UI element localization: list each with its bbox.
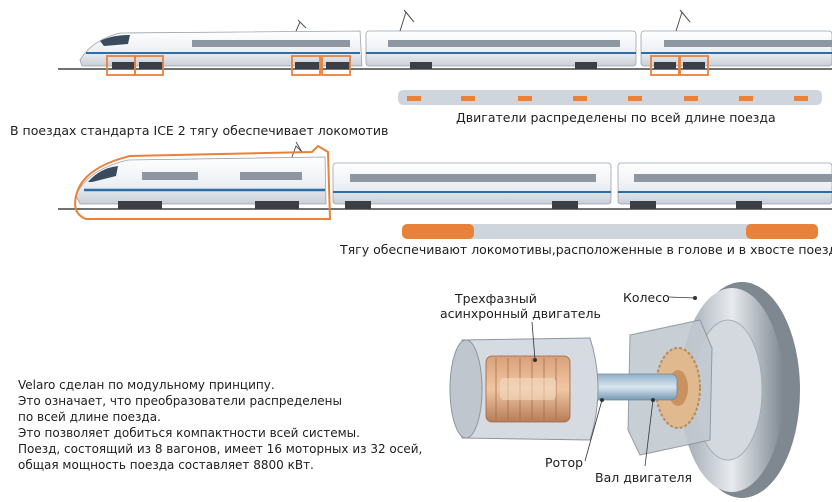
locomotive-window	[142, 172, 198, 180]
top-train	[58, 9, 832, 76]
bogies	[112, 62, 705, 69]
distributed-caption: Двигатели распределены по всей длине пое…	[456, 110, 776, 125]
tail-locomotive-marker	[746, 224, 818, 239]
pointer-dot	[533, 358, 537, 362]
rotor-label: Ротор	[545, 455, 584, 470]
pantograph-icon	[399, 9, 415, 32]
pantograph-icon	[295, 19, 307, 32]
window-band	[350, 174, 596, 182]
head-tail-traction-bar	[402, 224, 818, 239]
description-paragraph: Velaro сделан по модульному принципу. Эт…	[18, 377, 422, 473]
wheel-label: Колесо	[623, 290, 670, 305]
passenger-car	[332, 162, 612, 205]
rotor-core	[500, 378, 556, 400]
rear-car	[640, 30, 832, 67]
motor-label-line1: Трехфазный	[455, 291, 537, 306]
bar-body	[398, 90, 822, 105]
description-line: Это означает, что преобразователи распре…	[18, 394, 342, 408]
bogies	[118, 201, 762, 209]
ice2-train	[58, 141, 832, 220]
window-band	[664, 40, 832, 47]
locomotive-highlight	[74, 144, 332, 220]
pantograph-icon	[291, 141, 303, 158]
motor-markers	[407, 96, 808, 101]
pointer-dot	[600, 398, 604, 402]
cab-window	[100, 35, 130, 46]
drive-assembly	[449, 282, 800, 498]
locomotive	[75, 156, 327, 205]
head-locomotive-marker	[402, 224, 474, 239]
passenger-car	[617, 162, 832, 205]
description-line: Это позволяет добиться компактности всей…	[18, 426, 360, 440]
ice2-caption: В поездах стандарта ICE 2 тягу обеспечив…	[10, 123, 389, 138]
leader-lines	[531, 296, 696, 467]
motor-shaft	[584, 373, 678, 401]
pantograph-icon	[675, 9, 691, 32]
cab-window	[88, 166, 118, 182]
bar-body	[402, 224, 818, 239]
pointer-dot	[693, 296, 697, 300]
motor-label-line2: асинхронный двигатель	[440, 306, 601, 321]
description-line: Поезд, состоящий из 8 вагонов, имеет 16 …	[18, 442, 423, 456]
head-tail-caption: Тягу обеспечивают локомотивы,расположенн…	[340, 242, 832, 257]
window-band	[192, 40, 350, 47]
distributed-traction-bar	[398, 90, 822, 105]
window-band	[634, 174, 832, 182]
window-band	[388, 40, 620, 47]
shaft-label: Вал двигателя	[595, 470, 693, 485]
pointer-dot	[651, 398, 655, 402]
locomotive-window	[240, 172, 302, 180]
description-line: по всей длине поезда.	[18, 410, 161, 424]
description-line: общая мощность поезда составляет 8800 кВ…	[18, 458, 314, 472]
description-line: Velaro сделан по модульному принципу.	[18, 378, 275, 392]
middle-car	[365, 30, 637, 67]
motor-bogie-highlights	[106, 55, 709, 76]
motor-endcap	[449, 339, 483, 439]
